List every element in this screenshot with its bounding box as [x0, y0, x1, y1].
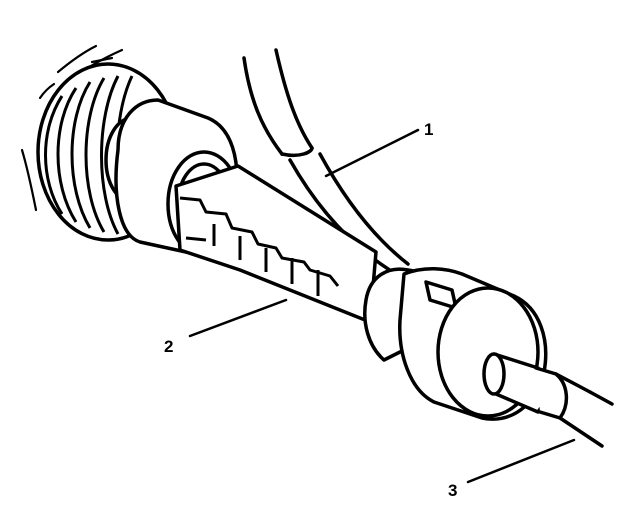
callout-label-1: 1	[424, 120, 433, 139]
leader-line-2	[188, 298, 288, 338]
cable-1	[242, 48, 410, 276]
callout-label-2: 2	[164, 337, 173, 356]
leader-lines	[188, 128, 576, 484]
leader-line-1	[324, 128, 420, 178]
slotted-shaft	[174, 164, 378, 324]
leader-line-3	[466, 438, 576, 484]
cable-3	[482, 352, 614, 448]
callout-label-3: 3	[448, 481, 457, 500]
